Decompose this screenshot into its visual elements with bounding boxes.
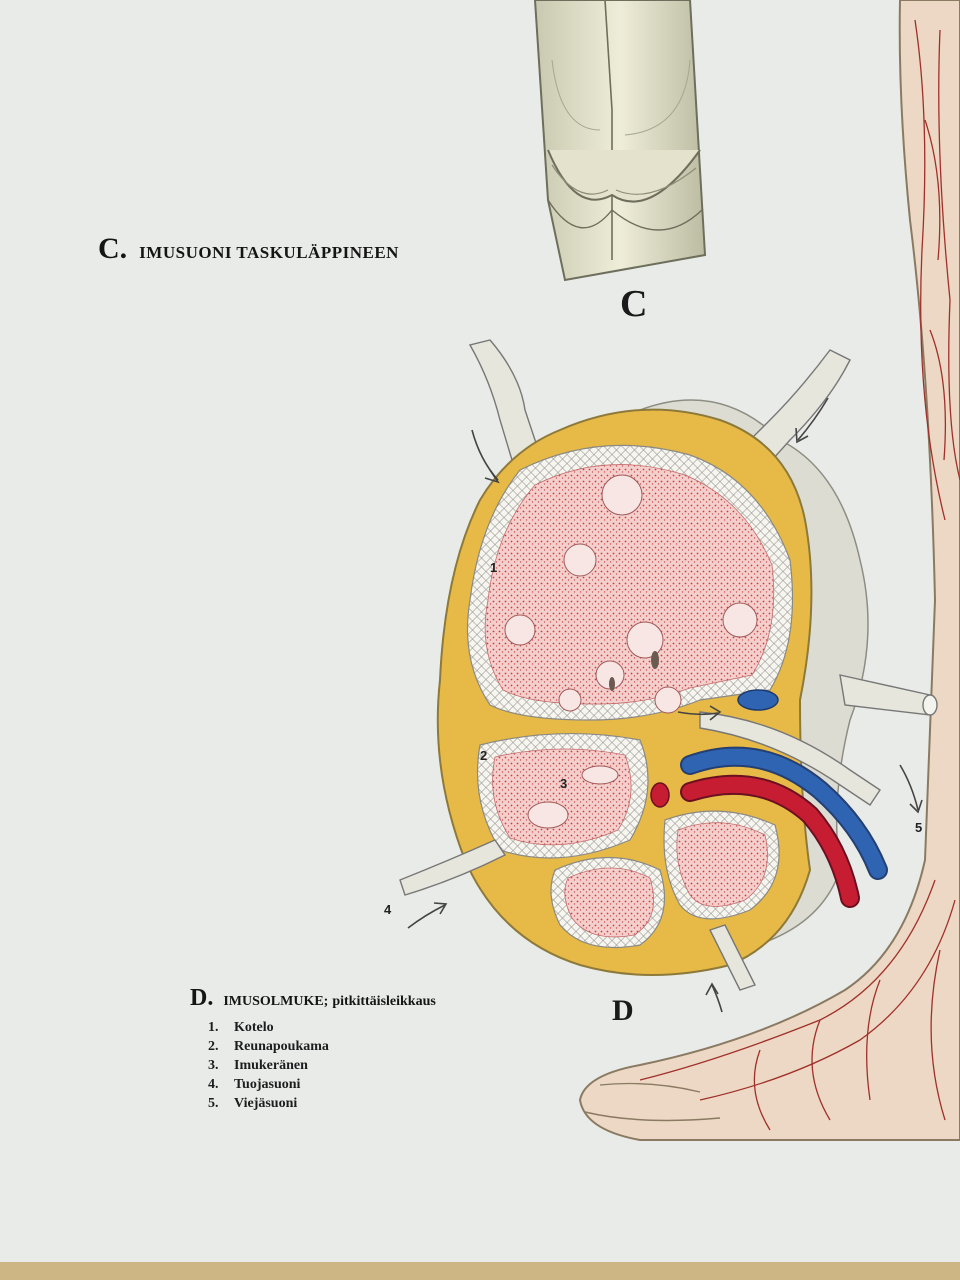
figure-c-title: IMUSUONI TASKULÄPPINEEN bbox=[139, 243, 399, 262]
figure-d-label: D bbox=[612, 994, 634, 1027]
figure-c-letter: C bbox=[98, 232, 120, 265]
legend-item: 4.Tuojasuoni bbox=[208, 1077, 301, 1092]
marker-1: 1 bbox=[490, 560, 498, 575]
figure-c-caption: C. IMUSUONI TASKULÄPPINEEN bbox=[98, 232, 399, 265]
legend-item: 1.Kotelo bbox=[208, 1020, 274, 1035]
leg-foot-illustration bbox=[578, 0, 960, 1141]
figure-d-title: IMUSOLMUKE; bbox=[223, 994, 329, 1009]
marker-3: 3 bbox=[560, 776, 568, 791]
figure-d-subtitle: pitkittäisleikkaus bbox=[332, 994, 436, 1009]
legend-item: 2.Reunapoukama bbox=[208, 1039, 329, 1054]
lymph-node-illustration bbox=[399, 339, 938, 1013]
figure-d-letter: D bbox=[190, 985, 208, 1011]
lymph-vessel-illustration bbox=[533, 0, 707, 282]
legend-item: 5.Viejäsuoni bbox=[208, 1096, 298, 1111]
figure-d-legend: 1.Kotelo 2.Reunapoukama 3.Imukeränen 4.T… bbox=[208, 1018, 329, 1113]
figure-c-label: C bbox=[620, 283, 648, 325]
marker-4: 4 bbox=[384, 902, 392, 917]
figure-d-caption: D. IMUSOLMUKE; pitkittäisleikkaus bbox=[190, 985, 436, 1011]
marker-2: 2 bbox=[480, 748, 488, 763]
marker-5: 5 bbox=[915, 820, 923, 835]
legend-item: 3.Imukeränen bbox=[208, 1058, 308, 1073]
